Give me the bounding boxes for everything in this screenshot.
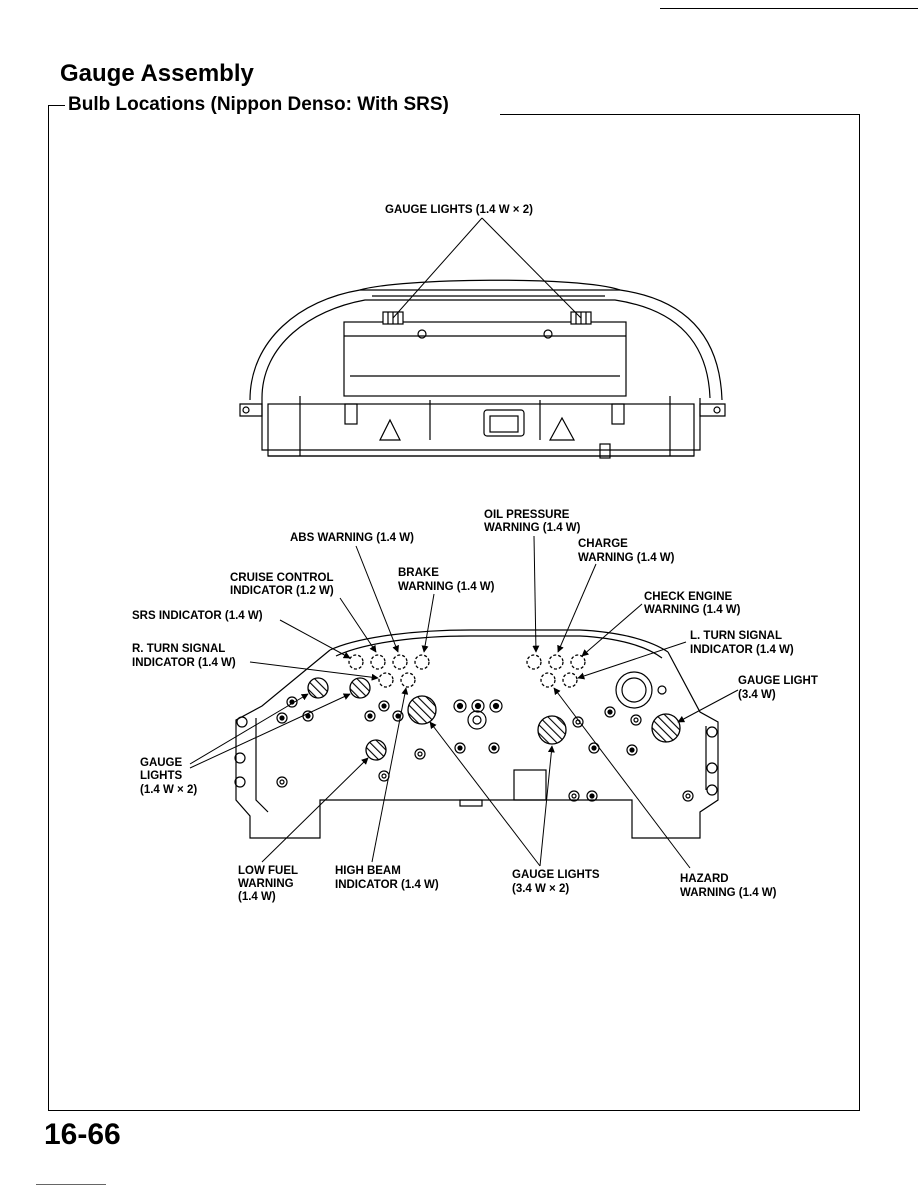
figure-frame-top [500,114,860,115]
top-view-cluster [239,279,726,459]
gauge-lights-bottom-label-1: GAUGE LIGHTS [512,869,600,881]
gauge-light-bulb-left-1 [307,677,329,699]
low-fuel-label-1: LOW FUEL [238,865,298,877]
check-engine-bulb [570,654,586,670]
abs-label: ABS WARNING (1.4 W) [290,532,414,544]
gauge-lights-top-leaders [392,217,582,319]
charge-label-2: WARNING (1.4 W) [578,552,675,564]
gauge-lights-left-label-3: (1.4 W × 2) [140,784,197,796]
gauge-light-right-label-2: (3.4 W) [738,689,776,701]
gauge-lights-bottom-label-2: (3.4 W × 2) [512,883,569,895]
brake-label-1: BRAKE [398,567,439,579]
hazard-label-2: WARNING (1.4 W) [680,887,777,899]
cruise-control-bulb [370,654,386,670]
gauge-light-right-label-1: GAUGE LIGHT [738,675,818,687]
high-beam-label-2: INDICATOR (1.4 W) [335,879,439,891]
gauge-lights-left-label-2: LIGHTS [140,770,182,782]
indicator-bulbs [348,654,586,688]
brake-label-2: WARNING (1.4 W) [398,581,495,593]
charge-label-1: CHARGE [578,538,628,550]
check-engine-label-2: WARNING (1.4 W) [644,604,741,616]
front-view-labels: OIL PRESSURE WARNING (1.4 W) ABS WARNING… [132,509,818,903]
section-title: Bulb Locations (Nippon Denso: With SRS) [68,94,455,116]
figure-frame [48,114,860,1111]
l-turn-label-1: L. TURN SIGNAL [690,630,782,642]
gauge-lights-top-label: GAUGE LIGHTS (1.4 W × 2) [385,204,533,216]
bottom-rule [36,1184,106,1185]
r-turn-label-1: R. TURN SIGNAL [132,643,225,655]
front-view-cluster [234,629,719,839]
page-number: 16-66 [44,1118,121,1151]
cruise-label-2: INDICATOR (1.2 W) [230,585,334,597]
charge-warning-bulb [548,654,564,670]
check-engine-label-1: CHECK ENGINE [644,591,733,603]
gauge-light-bulb-right-center [537,715,567,745]
cruise-label-1: CRUISE CONTROL [230,572,334,584]
r-turn-label-2: INDICATOR (1.4 W) [132,657,236,669]
oil-pressure-label-1: OIL PRESSURE [484,509,570,521]
gauge-light-bulb-right [651,713,681,743]
l-turn-label-2: INDICATOR (1.4 W) [690,644,794,656]
low-fuel-label-2: WARNING [238,878,294,890]
gauge-light-bulb-center [407,695,437,725]
oil-pressure-bulb [526,654,542,670]
figure-frame-corner [48,105,65,116]
hazard-label-1: HAZARD [680,873,729,885]
top-rule [660,8,918,9]
low-fuel-label-3: (1.4 W) [238,891,276,903]
high-beam-label-1: HIGH BEAM [335,865,401,877]
srs-label: SRS INDICATOR (1.4 W) [132,610,263,622]
gauge-light-bulb-left-2 [349,677,371,699]
brake-warning-bulb [414,654,430,670]
gauge-lights-left-label-1: GAUGE [140,757,183,769]
low-fuel-bulb [365,739,387,761]
page-title: Gauge Assembly [60,60,254,87]
r-turn-signal-bulb [378,672,394,688]
srs-indicator-bulb [348,654,364,670]
high-beam-bulb [400,672,416,688]
abs-warning-bulb [392,654,408,670]
l-turn-signal-bulb [562,672,578,688]
front-view-leaders [189,535,739,869]
hazard-warning-bulb [540,672,556,688]
oil-pressure-label-2: WARNING (1.4 W) [484,522,581,534]
gauge-light-bulbs [307,677,681,761]
